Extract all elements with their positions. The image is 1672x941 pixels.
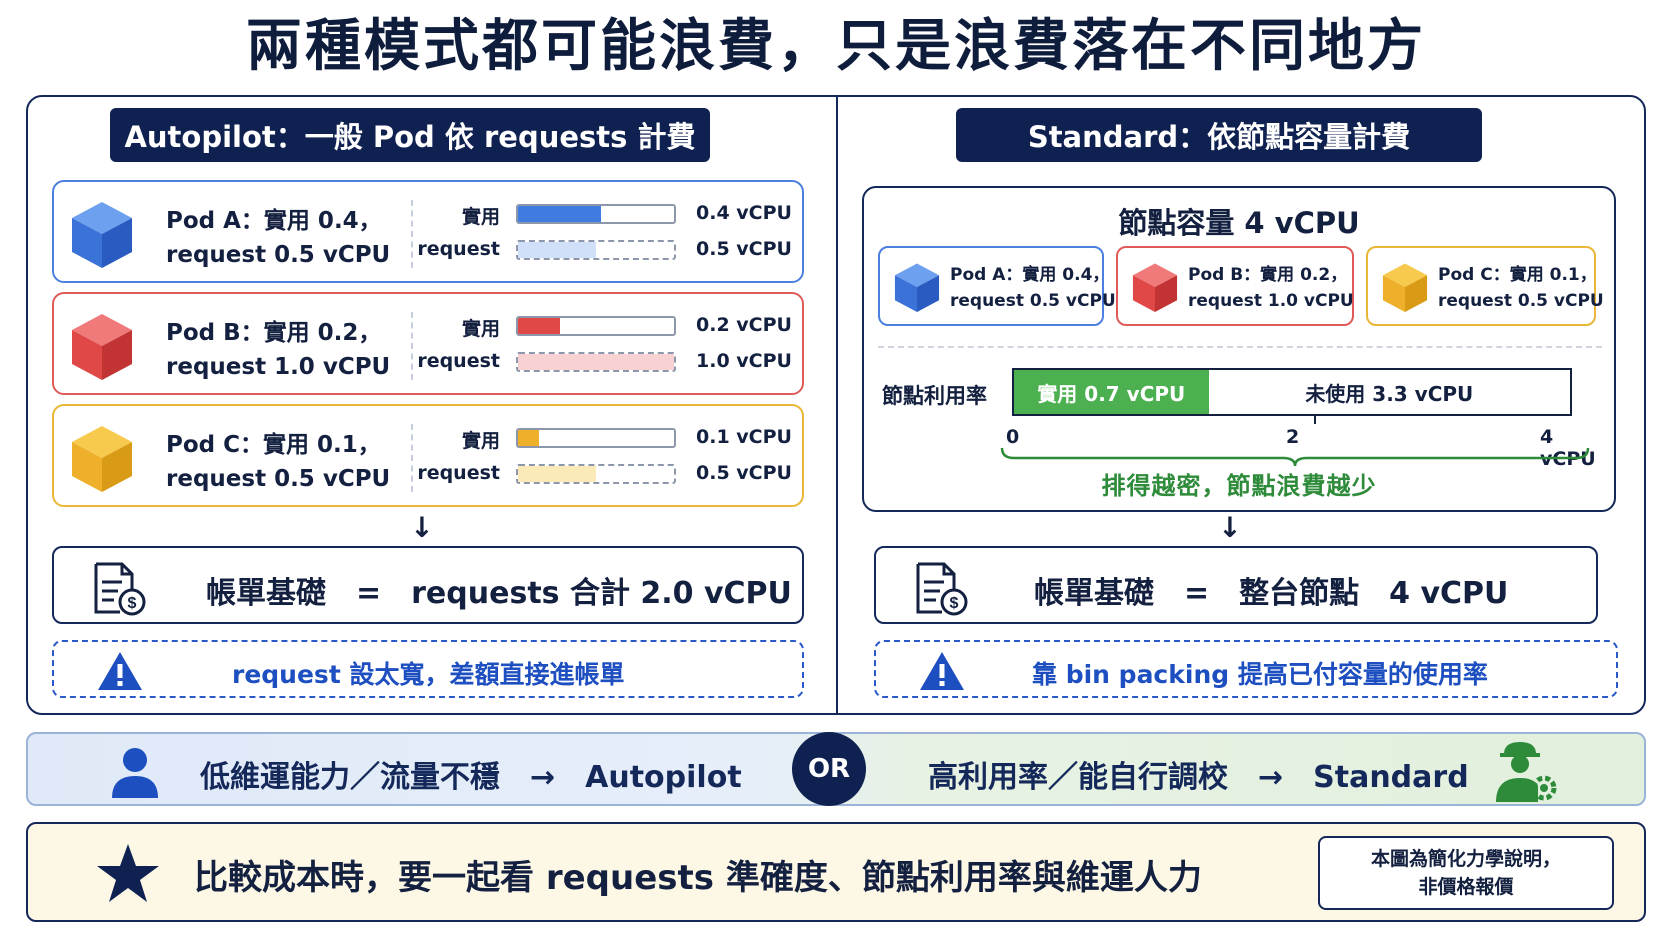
pod-card-c: Pod C：實用 0.1， request 0.5 vCPU 實用 0.1 vC… bbox=[52, 404, 804, 507]
node-note: 排得越密，節點浪費越少 bbox=[1101, 472, 1377, 500]
svg-text:$: $ bbox=[128, 595, 137, 612]
node-box: 節點容量 4 vCPU Pod A：實用 0.4， request 0.5 vC… bbox=[862, 186, 1616, 512]
util-unused-segment: 未使用 3.3 vCPU bbox=[1305, 381, 1474, 406]
warning-icon bbox=[98, 652, 142, 690]
used-bar-fill bbox=[518, 206, 602, 222]
summary-box: 比較成本時，要一起看 requests 準確度、節點利用率與維運人力 本圖為簡化… bbox=[26, 822, 1646, 922]
page-title: 兩種模式都可能浪費，只是浪費落在不同地方 bbox=[246, 14, 1426, 79]
used-value: 0.1 vCPU bbox=[696, 426, 792, 448]
decision-bar: 低維運能力／流量不穩 → Autopilot OR 高利用率／能自行調校 → S… bbox=[26, 732, 1646, 806]
pod-card-a: Pod A：實用 0.4， request 0.5 vCPU 實用 0.4 vC… bbox=[52, 180, 804, 283]
node-pod-c: Pod C：實用 0.1， request 0.5 vCPU bbox=[1366, 246, 1604, 326]
request-value: 0.5 vCPU bbox=[696, 462, 792, 484]
used-label: 實用 bbox=[461, 206, 500, 228]
request-label: request bbox=[417, 350, 500, 372]
autopilot-header: Autopilot：一般 Pod 依 requests 計費 bbox=[110, 108, 710, 162]
panel-divider bbox=[836, 97, 838, 713]
brace-icon bbox=[1000, 447, 1590, 466]
separator bbox=[411, 312, 413, 380]
request-label: request bbox=[417, 238, 500, 260]
used-value: 0.4 vCPU bbox=[696, 202, 792, 224]
request-bar bbox=[516, 240, 676, 260]
used-bar-fill bbox=[518, 430, 539, 446]
cube-icon bbox=[1132, 263, 1178, 312]
request-value: 1.0 vCPU bbox=[696, 350, 792, 372]
util-label: 節點利用率 bbox=[882, 384, 987, 408]
used-label: 實用 bbox=[461, 430, 500, 452]
pod-b-name: Pod B：實用 0.2， request 1.0 vCPU bbox=[166, 320, 391, 380]
pod-c-name: Pod C：實用 0.1， request 0.5 vCPU bbox=[166, 432, 391, 492]
request-bar-fill bbox=[518, 354, 674, 370]
request-bar bbox=[516, 352, 676, 372]
request-bar-fill bbox=[518, 466, 596, 482]
node-pod-a-text: Pod A：實用 0.4， request 0.5 vCPU bbox=[950, 265, 1116, 311]
bill-dollar-icon: $ bbox=[916, 562, 968, 616]
bill-dollar-icon: $ bbox=[94, 562, 146, 616]
standard-choice: 高利用率／能自行調校 → Standard bbox=[928, 760, 1469, 795]
pod-card-b: Pod B：實用 0.2， request 1.0 vCPU 實用 0.2 vC… bbox=[52, 292, 804, 395]
autopilot-bill-box: $ 帳單基礎 = requests 合計 2.0 vCPU bbox=[52, 546, 804, 624]
or-badge: OR bbox=[792, 732, 866, 806]
tick-0: 0 bbox=[1006, 426, 1020, 448]
autopilot-warning-text: request 設太寬，差額直接進帳單 bbox=[232, 660, 625, 689]
used-bar bbox=[516, 204, 676, 224]
person-icon bbox=[112, 748, 158, 798]
used-bar bbox=[516, 428, 676, 448]
used-bar bbox=[516, 316, 676, 336]
standard-warning-text: 靠 bin packing 提高已付容量的使用率 bbox=[1032, 660, 1488, 689]
node-pod-a: Pod A：實用 0.4， request 0.5 vCPU bbox=[878, 246, 1116, 326]
standard-warning: 靠 bin packing 提高已付容量的使用率 bbox=[874, 640, 1618, 698]
used-value: 0.2 vCPU bbox=[696, 314, 792, 336]
tick-mark bbox=[1314, 416, 1316, 424]
disclaimer: 本圖為簡化力學說明， 非價格報價 bbox=[1318, 836, 1614, 910]
svg-text:$: $ bbox=[950, 595, 959, 612]
node-separator bbox=[878, 346, 1602, 348]
util-used-segment: 實用 0.7 vCPU bbox=[1014, 370, 1209, 414]
summary-text: 比較成本時，要一起看 requests 準確度、節點利用率與維運人力 bbox=[194, 858, 1202, 898]
util-bar: 實用 0.7 vCPU 未使用 3.3 vCPU bbox=[1012, 368, 1572, 416]
standard-header: Standard：依節點容量計費 bbox=[956, 108, 1482, 162]
worker-gear-icon bbox=[1496, 742, 1557, 802]
standard-bill-box: $ 帳單基礎 = 整台節點 4 vCPU bbox=[874, 546, 1598, 624]
pod-a-name: Pod A：實用 0.4， request 0.5 vCPU bbox=[166, 208, 391, 268]
standard-bill-text: 帳單基礎 = 整台節點 4 vCPU bbox=[1034, 576, 1509, 611]
cube-icon bbox=[72, 426, 132, 492]
arrow-down-icon: ↓ bbox=[1218, 511, 1242, 544]
tick-2: 2 bbox=[1286, 426, 1300, 448]
warning-icon bbox=[920, 652, 964, 690]
arrow-down-icon: ↓ bbox=[410, 511, 434, 544]
cube-icon bbox=[1382, 263, 1428, 312]
request-label: request bbox=[417, 462, 500, 484]
used-label: 實用 bbox=[461, 318, 500, 340]
cube-icon bbox=[894, 263, 940, 312]
node-pod-b-text: Pod B：實用 0.2， request 1.0 vCPU bbox=[1188, 265, 1354, 311]
autopilot-choice: 低維運能力／流量不穩 → Autopilot bbox=[200, 760, 742, 795]
request-value: 0.5 vCPU bbox=[696, 238, 792, 260]
autopilot-warning: request 設太寬，差額直接進帳單 bbox=[52, 640, 804, 698]
node-title: 節點容量 4 vCPU bbox=[1118, 206, 1360, 240]
star-icon bbox=[97, 844, 159, 902]
request-bar-fill bbox=[518, 242, 596, 258]
separator bbox=[411, 424, 413, 492]
cube-icon bbox=[72, 314, 132, 380]
request-bar bbox=[516, 464, 676, 484]
autopilot-bill-text: 帳單基礎 = requests 合計 2.0 vCPU bbox=[206, 576, 792, 611]
cube-icon bbox=[72, 202, 132, 268]
node-pod-c-text: Pod C：實用 0.1， request 0.5 vCPU bbox=[1438, 265, 1604, 311]
node-pod-b: Pod B：實用 0.2， request 1.0 vCPU bbox=[1116, 246, 1354, 326]
separator bbox=[411, 200, 413, 268]
used-bar-fill bbox=[518, 318, 560, 334]
